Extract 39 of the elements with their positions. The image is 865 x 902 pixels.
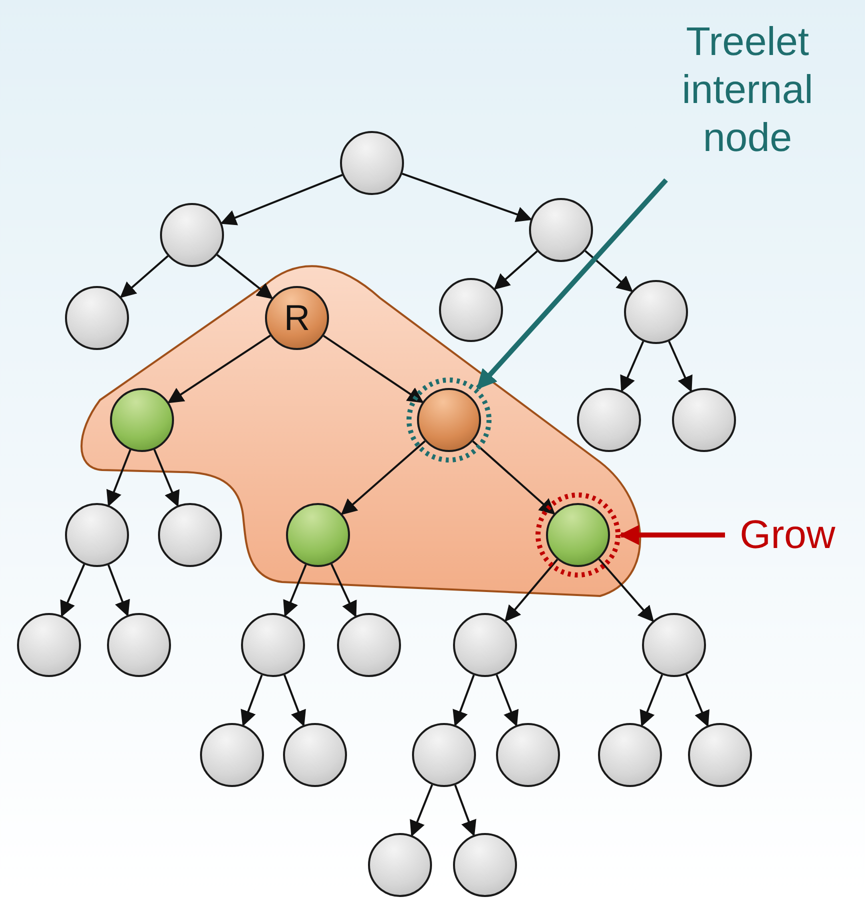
arrow	[410, 784, 434, 837]
tree-node	[439, 278, 503, 342]
arrow	[220, 174, 343, 226]
arrow	[476, 178, 668, 390]
arrow	[452, 674, 475, 727]
arrow	[494, 250, 538, 290]
arrow	[106, 449, 132, 507]
callout-text: Grow	[740, 512, 836, 559]
arrow	[340, 440, 426, 515]
arrow	[472, 440, 556, 515]
arrow	[619, 525, 725, 545]
arrow	[330, 564, 357, 618]
arrow	[107, 564, 130, 617]
arrow	[496, 674, 519, 727]
arrow	[685, 674, 710, 727]
arrow	[120, 255, 169, 298]
arrow	[668, 340, 692, 392]
arrow	[323, 335, 424, 404]
arrow	[584, 250, 633, 292]
callout-text: Treelet internal node	[680, 19, 814, 162]
dotted-ring	[404, 375, 494, 465]
arrow	[153, 449, 180, 507]
arrow	[620, 340, 644, 392]
tree-node	[577, 388, 641, 452]
dotted-ring	[533, 490, 623, 580]
arrow	[283, 674, 306, 727]
arrow	[216, 254, 274, 300]
tree-node	[529, 198, 593, 262]
arrow	[454, 784, 476, 837]
arrow	[167, 334, 271, 404]
arrow	[402, 172, 532, 222]
arrow	[240, 674, 263, 727]
tree-node	[624, 280, 688, 344]
arrow	[60, 564, 86, 618]
arrow	[283, 564, 307, 617]
arrow	[598, 558, 654, 622]
node-label: R	[284, 300, 310, 336]
arrow	[640, 674, 664, 727]
arrow	[504, 558, 558, 622]
